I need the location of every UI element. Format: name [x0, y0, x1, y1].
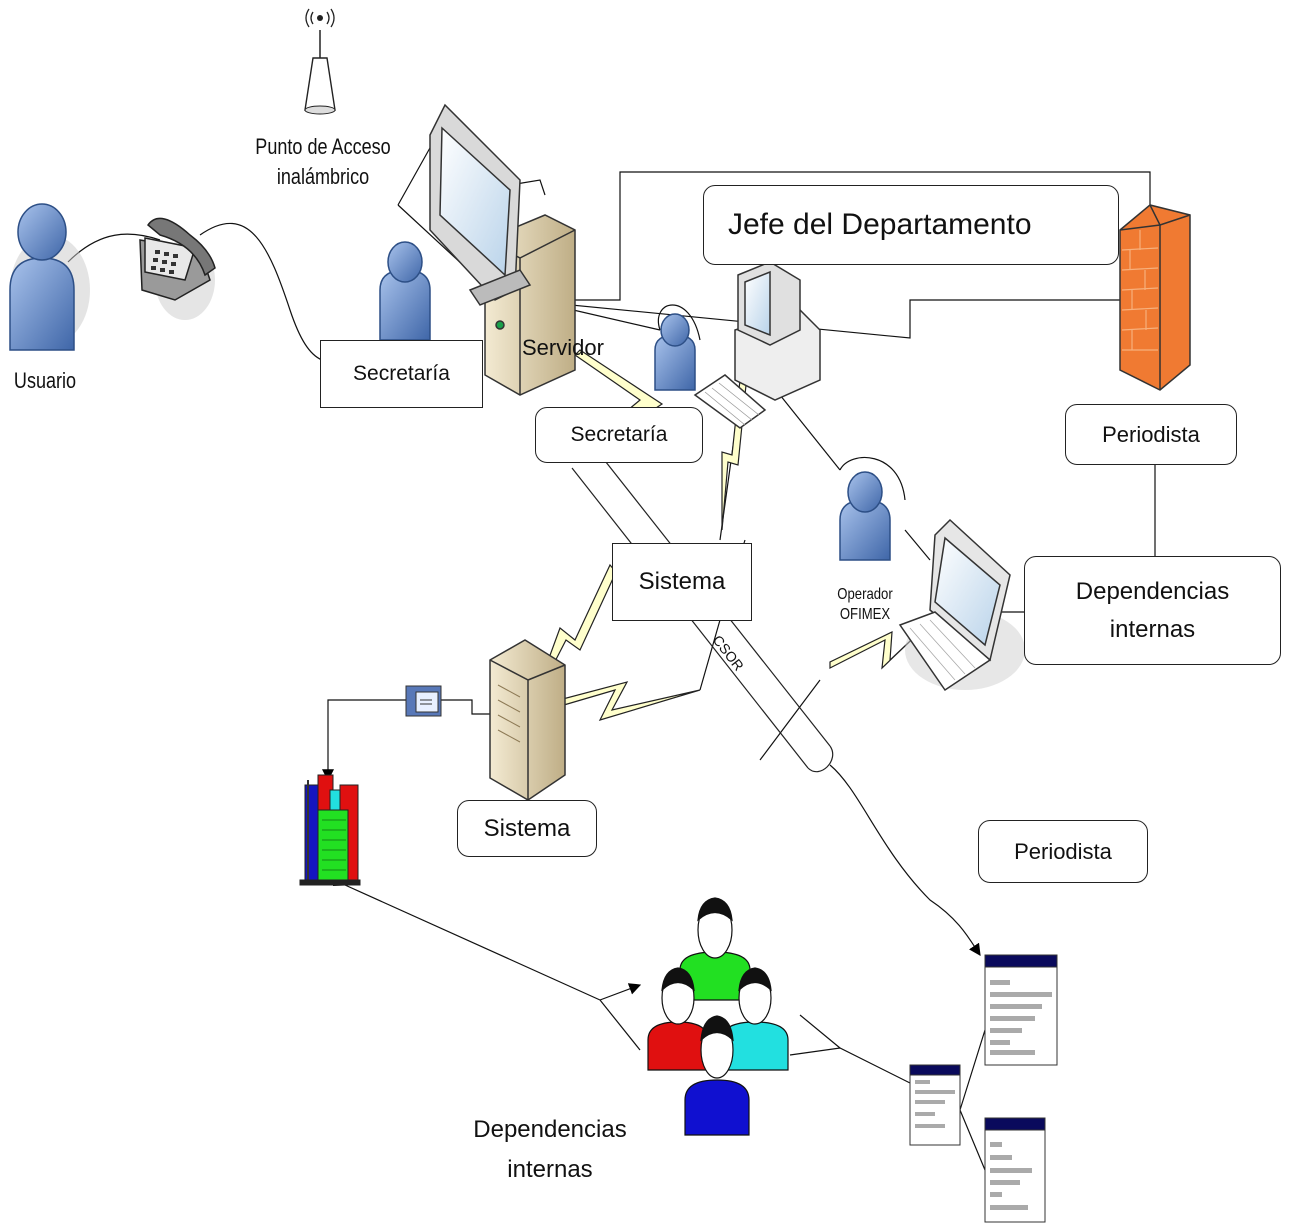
operator-person-icon — [839, 471, 891, 561]
document-icon — [909, 1064, 961, 1146]
document-icon — [984, 1117, 1046, 1223]
desktop-pc-icon — [693, 261, 821, 429]
group-to-docs-line — [789, 1047, 911, 1084]
operador-label-line1: Operador — [837, 586, 893, 603]
system-server-icon — [489, 639, 566, 801]
server-label: Servidor — [522, 335, 604, 360]
operador-label: Operador OFIMEX — [824, 585, 906, 625]
periodista-box-2: Periodista — [978, 820, 1148, 883]
user-person-icon — [9, 203, 90, 351]
operator-to-laptop-line — [904, 529, 931, 561]
periodista-box-2-label: Periodista — [1014, 838, 1112, 864]
telephone-icon — [139, 217, 216, 320]
secretaria-box-2-label: Secretaría — [570, 423, 668, 446]
building-icon — [299, 774, 361, 886]
modem-to-building-line — [322, 699, 406, 782]
people-group-icon — [647, 897, 789, 1136]
server-to-pc-line — [519, 299, 1150, 339]
modem-icon — [405, 685, 442, 717]
lightning-bolts — [529, 349, 946, 721]
operador-label-line2: OFIMEX — [839, 606, 891, 623]
dependencias-box-1-line1: Dependencias — [1075, 577, 1230, 605]
document-icons — [909, 954, 1058, 1223]
dependencias-label-2-line1: Dependencias — [473, 1116, 627, 1143]
secretaria-box-1-label: Secretaría — [353, 362, 450, 385]
access-point-label-line1: Punto de Acceso — [255, 134, 391, 159]
document-icon — [984, 954, 1058, 1066]
secretaria-box-2: Secretaría — [535, 407, 703, 463]
sistema-box-2-label: Sistema — [483, 814, 571, 842]
cable-to-docs-line — [829, 764, 981, 956]
sistema-box-1: Sistema — [612, 543, 752, 621]
dependencias-label-2-line2: internas — [507, 1156, 593, 1183]
secretaria-person-icon — [654, 313, 696, 391]
server-to-modem-line — [440, 699, 492, 715]
building-to-group-line — [332, 875, 601, 1001]
dependencias-box-1-line2: internas — [1109, 615, 1196, 643]
access-point-label: Punto de Acceso inalámbrico — [245, 132, 401, 192]
secretaria-person-icon — [379, 241, 431, 341]
periodista-box-1: Periodista — [1065, 404, 1237, 465]
secretaria-box-1: Secretaría — [320, 340, 483, 408]
sistema-box-1-label: Sistema — [638, 568, 726, 595]
phone-to-secretaria-line — [199, 222, 323, 361]
periodista-box-1-label: Periodista — [1102, 421, 1200, 447]
access-point-label-line2: inalámbrico — [276, 164, 370, 189]
usuario-label: Usuario — [13, 368, 77, 393]
jefe-box: Jefe del Departamento — [703, 185, 1119, 265]
firewall-icon — [1119, 204, 1191, 391]
laptop-icon — [898, 518, 1025, 692]
access-point-icon — [304, 8, 336, 115]
jefe-box-label: Jefe del Departamento — [728, 208, 1032, 241]
dependencias-label-2: Dependencias internas — [450, 1110, 650, 1190]
server-workstation-icon — [429, 103, 576, 396]
sistema-box-2: Sistema — [457, 800, 597, 857]
dependencias-box-1: Dependencias internas — [1024, 556, 1281, 665]
